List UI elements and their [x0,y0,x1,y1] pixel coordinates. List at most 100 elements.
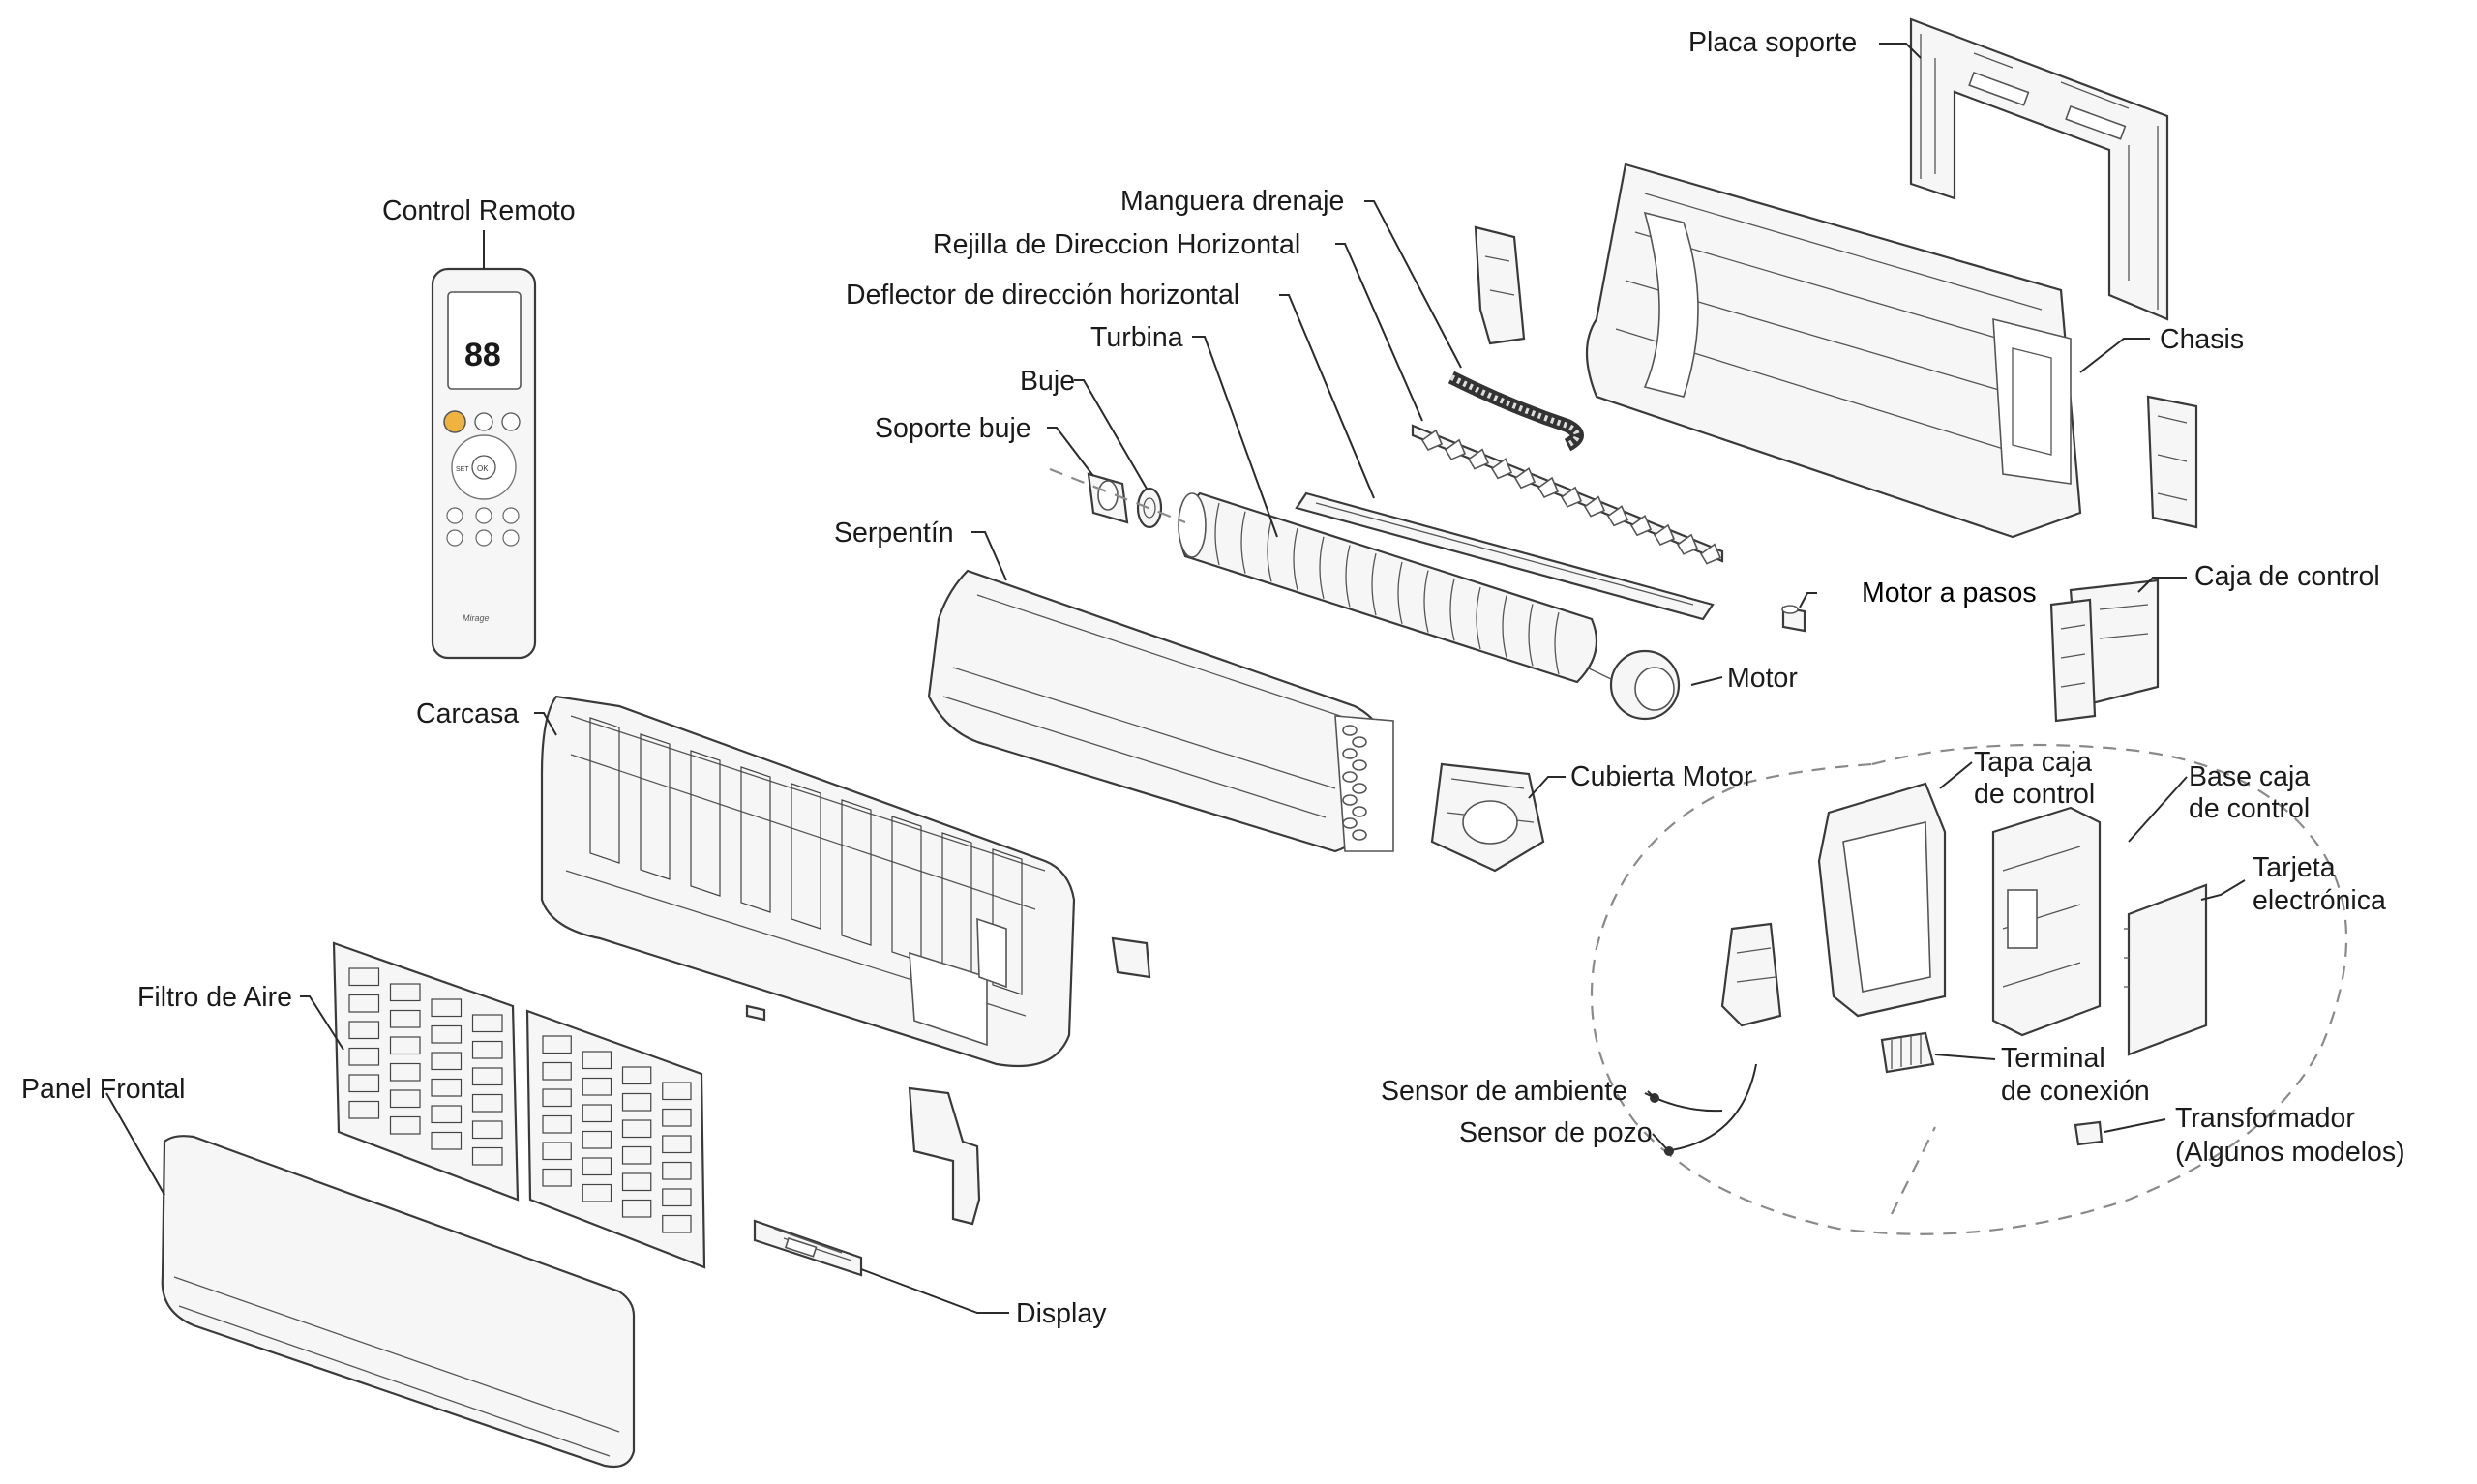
remote-button[interactable] [502,529,520,547]
motor-cover [1430,762,1545,873]
filter-cell [471,1040,503,1059]
louver-blade [1653,523,1676,547]
filter-cell [582,1104,612,1123]
filter-cell [662,1161,692,1180]
mounting-plate [1909,17,2169,321]
room-sensor [1644,1092,1723,1113]
control-box [2049,579,2160,723]
label-buje: Buje [1020,366,1075,397]
chassis [1585,163,2082,539]
filter-cell [621,1172,652,1192]
coil-bend [1352,783,1367,794]
air-filter-right [525,1009,706,1269]
label-control-remoto: Control Remoto [382,195,576,226]
terminal-block [1880,1031,1935,1074]
coil-bend [1352,806,1367,817]
remote-control[interactable]: 88 OK SET Mirage [431,267,537,660]
set-button-label: SET [456,466,469,473]
filter-cell [662,1108,692,1127]
remote-button[interactable] [475,507,492,524]
label-chasis: Chasis [2160,324,2244,355]
label-motor-pasos: Motor a pasos [1862,578,2037,608]
filter-cell [431,1078,463,1097]
filter-cell [582,1183,612,1202]
louver-blade [1560,486,1583,508]
label-sensor-ambiente: Sensor de ambiente [1381,1076,1627,1107]
horizontal-louvers [1411,424,1724,565]
label-rejilla: Rejilla de Direccion Horizontal [933,229,1300,260]
filter-cell [431,1024,463,1044]
filter-cell [348,994,380,1013]
filter-cell [662,1082,692,1101]
fan-rib [1293,527,1298,591]
filter-cell [582,1077,612,1096]
coil-bend [1342,725,1358,736]
filter-cell [471,1146,503,1166]
bracket [2146,395,2198,529]
mode-button[interactable] [474,412,493,431]
filter-cell [431,1131,463,1150]
filter-cell [542,1061,572,1081]
labels: Placa soporte Manguera drenaje Rejilla d… [21,27,2405,1329]
louver-blade [1537,476,1560,499]
fan-rib [1267,519,1272,582]
louver-blade [1606,505,1629,527]
control-box-base [1991,806,2102,1037]
filter-cell [621,1066,652,1085]
label-motor: Motor [1727,663,1798,694]
drain-bracket [1474,225,1526,345]
label-panel-frontal: Panel Frontal [21,1074,186,1105]
remote-button[interactable] [446,507,463,524]
filter-cell [389,1089,421,1109]
filter-cell [431,1052,463,1071]
louver-blade [1490,458,1513,480]
coil-bend [1342,794,1358,806]
label-soporte-buje: Soporte buje [875,413,1031,444]
label-tapa-caja-1: Tapa caja [1974,747,2092,778]
ok-button[interactable] [471,455,496,480]
fan-rib [1423,570,1429,633]
control-box-cover [1817,782,1947,1018]
remote-button[interactable] [475,529,492,547]
remote-button[interactable] [446,529,463,547]
detail-outline-tail [1891,1126,1936,1215]
label-placa-soporte: Placa soporte [1688,27,1857,58]
front-panel [161,1135,636,1469]
power-button[interactable] [443,410,466,433]
fan-rib [1449,579,1455,641]
label-tapa-caja-2: de control [1974,779,2095,810]
filter-cell [582,1157,612,1176]
label-terminal-1: Terminal [2001,1043,2105,1074]
fan-rib [1319,536,1325,599]
label-sensor-pozo: Sensor de pozo [1459,1117,1653,1148]
remote-display-digits: 88 [464,337,501,373]
filter-cell [542,1114,572,1134]
label-turbina: Turbina [1090,322,1183,353]
filter-cell [542,1035,572,1054]
display-cover [908,1086,981,1226]
label-cubierta-motor: Cubierta Motor [1570,761,1753,792]
remote-button[interactable] [502,507,520,524]
label-base-caja-2: de control [2189,793,2310,824]
coil-bend [1352,829,1367,841]
fan-motor [1586,649,1681,721]
sensor-bracket [1720,922,1782,1027]
timer-button[interactable] [501,412,521,431]
louver-blade [1699,543,1722,565]
filter-cell [542,1088,572,1108]
louver-blade [1420,429,1444,452]
filter-cell [389,1115,421,1135]
fan-rib [1240,511,1246,574]
fan-rib [1554,611,1560,675]
label-transformador-1: Transformador [2175,1103,2355,1134]
filter-cell [621,1145,652,1165]
turbine-fan [1178,491,1598,684]
detail-outline [1590,743,2347,1235]
louver-blade [1676,533,1699,555]
air-filter-left [332,941,520,1202]
filter-cell [621,1092,652,1112]
filter-cell [431,1105,463,1124]
louver-blade [1467,448,1490,470]
louver-blade [1444,438,1467,460]
